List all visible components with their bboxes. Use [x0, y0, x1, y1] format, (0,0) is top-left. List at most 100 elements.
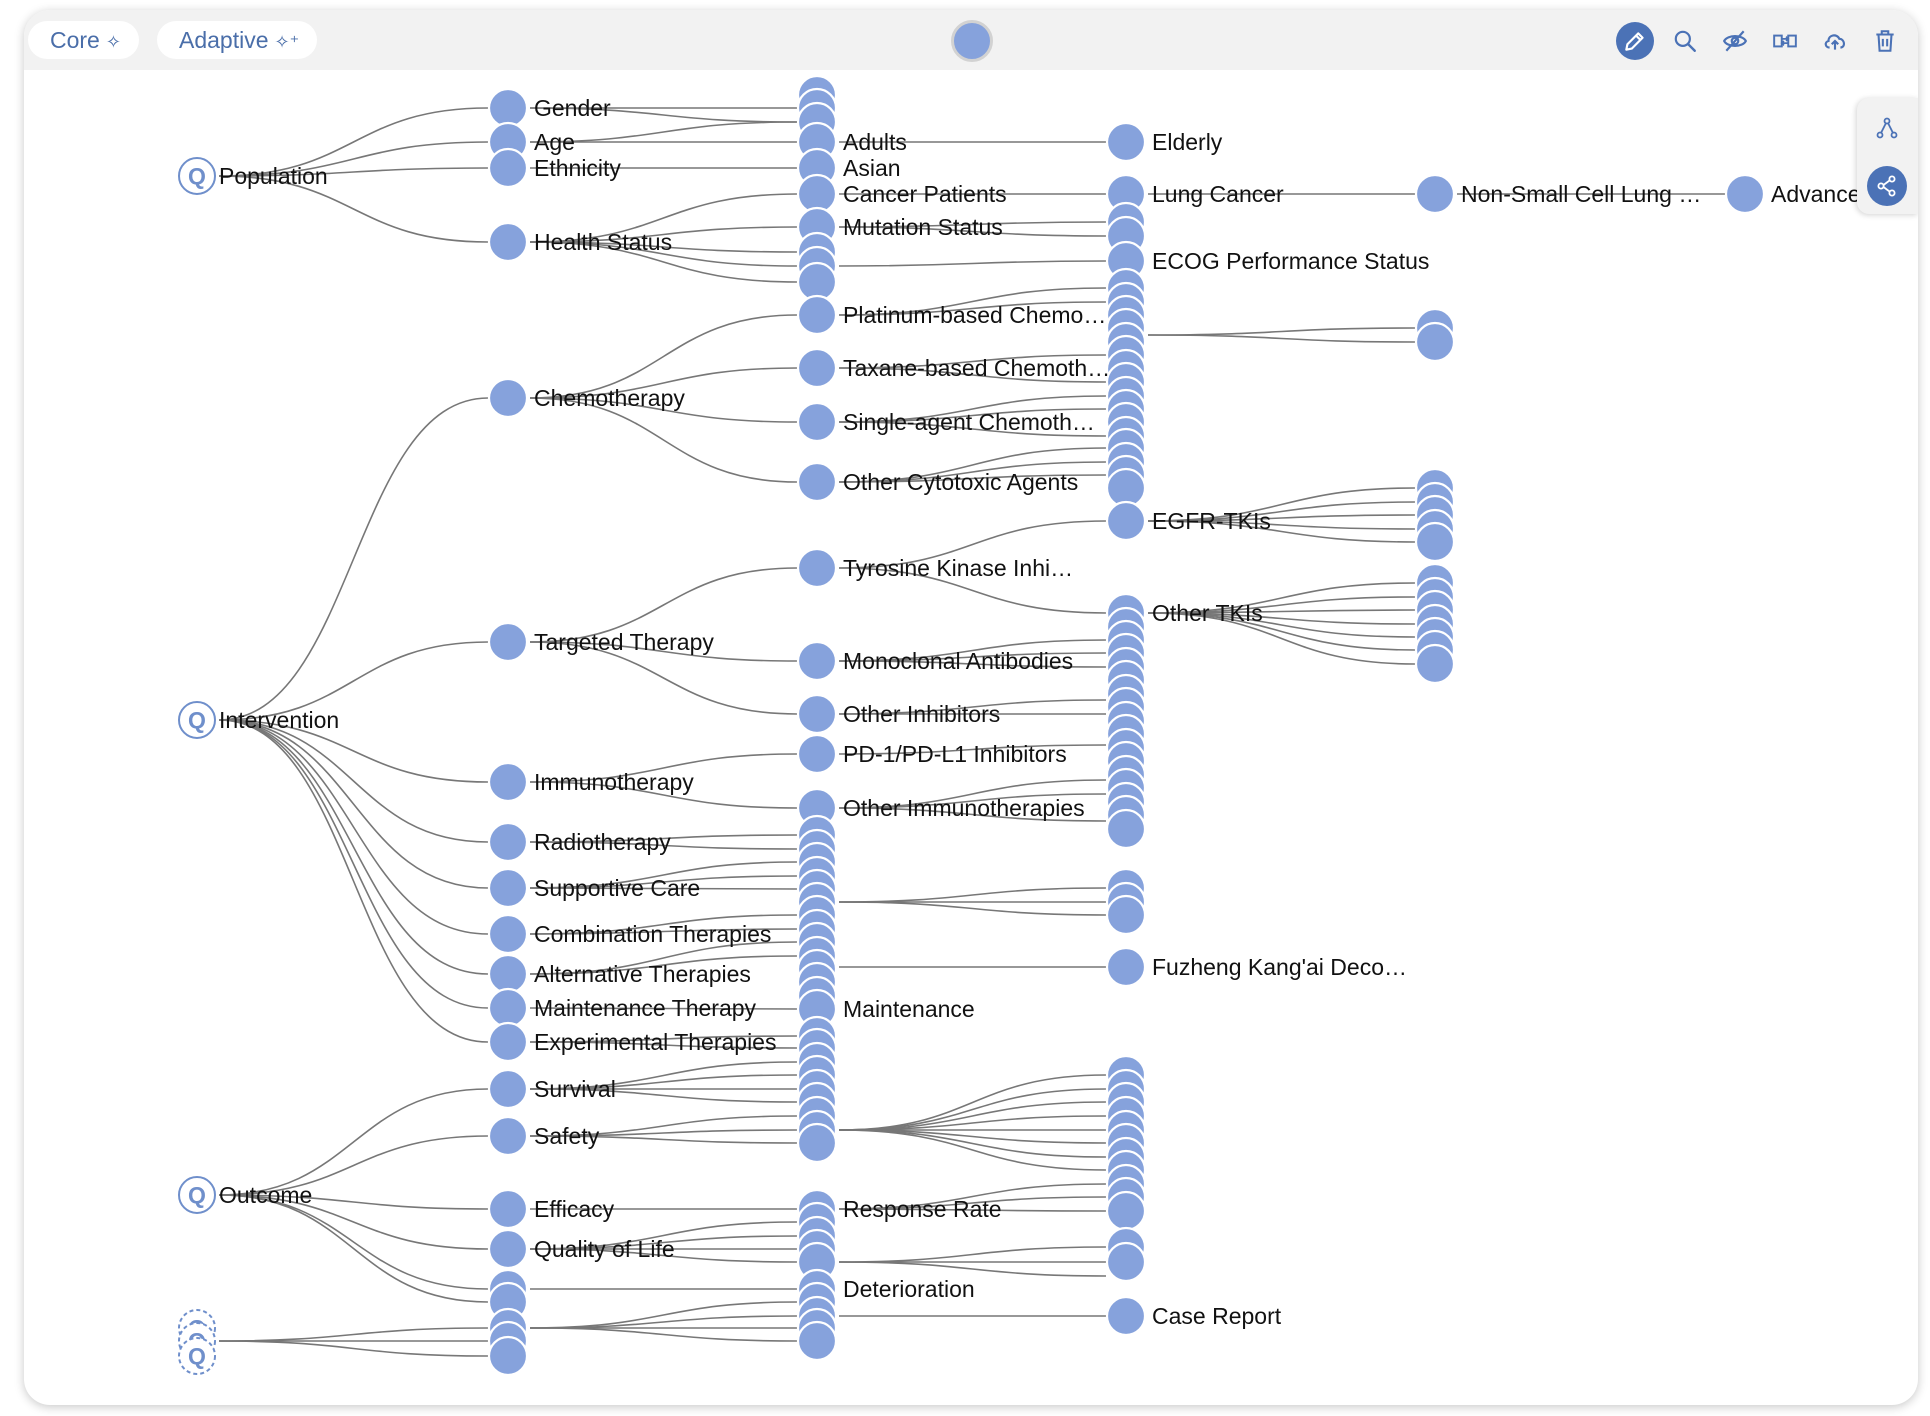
node-label[interactable]: Maintenance: [843, 996, 975, 1022]
graph-node[interactable]: [796, 1122, 838, 1164]
graph-node[interactable]: [487, 1335, 529, 1377]
graph-node[interactable]: [1105, 500, 1147, 542]
node-label[interactable]: Single-agent Chemoth…: [843, 409, 1095, 435]
node-label[interactable]: Adults: [843, 129, 907, 155]
node-label[interactable]: Quality of Life: [534, 1236, 675, 1262]
graph-node[interactable]: [487, 953, 529, 995]
graph-node[interactable]: [487, 87, 529, 129]
share-button[interactable]: [1867, 166, 1907, 206]
node-label[interactable]: Other Inhibitors: [843, 701, 1000, 727]
graph-node[interactable]: [487, 377, 529, 419]
graph-node[interactable]: [487, 761, 529, 803]
graph-node[interactable]: [1414, 321, 1456, 363]
graph-node[interactable]: [796, 547, 838, 589]
hierarchy-view-button[interactable]: [1867, 108, 1907, 148]
graph-node[interactable]: [1105, 1295, 1147, 1337]
node-label[interactable]: Tyrosine Kinase Inhi…: [843, 555, 1073, 581]
node-label[interactable]: Non-Small Cell Lung …: [1461, 181, 1701, 207]
graph-node[interactable]: [487, 1021, 529, 1063]
node-label[interactable]: Other Immunotherapies: [843, 795, 1085, 821]
node-label[interactable]: Asian: [843, 155, 901, 181]
graph-node[interactable]: [796, 461, 838, 503]
node-label[interactable]: Monoclonal Antibodies: [843, 648, 1073, 674]
node-label[interactable]: Chemotherapy: [534, 385, 685, 411]
graph-node[interactable]: [487, 867, 529, 909]
node-label[interactable]: Maintenance Therapy: [534, 995, 757, 1021]
node-label[interactable]: Outcome: [219, 1182, 312, 1208]
graph-node[interactable]: [796, 640, 838, 682]
graph-node[interactable]: [796, 401, 838, 443]
graph-node[interactable]: [1724, 173, 1766, 215]
node-label[interactable]: Advanced: [1771, 181, 1873, 207]
node-label[interactable]: ECOG Performance Status: [1152, 248, 1429, 274]
node-label[interactable]: Response Rate: [843, 1196, 1002, 1222]
graph-node[interactable]: [487, 147, 529, 189]
node-label[interactable]: Fuzheng Kang'ai Deco…: [1152, 954, 1407, 980]
swap-button[interactable]: [1766, 22, 1804, 60]
node-label[interactable]: Deterioration: [843, 1276, 975, 1302]
node-label[interactable]: Efficacy: [534, 1196, 615, 1222]
node-label[interactable]: Survival: [534, 1076, 616, 1102]
hide-button[interactable]: [1716, 22, 1754, 60]
node-label[interactable]: Ethnicity: [534, 155, 621, 181]
node-label[interactable]: Age: [534, 129, 575, 155]
graph-node[interactable]: [796, 693, 838, 735]
query-node[interactable]: Q: [178, 1176, 216, 1214]
node-label[interactable]: Cancer Patients: [843, 181, 1007, 207]
node-label[interactable]: Intervention: [219, 707, 339, 733]
query-node[interactable]: Q: [178, 157, 216, 195]
graph-node[interactable]: [1105, 1241, 1147, 1283]
graph-node[interactable]: [487, 1228, 529, 1270]
graph-node[interactable]: [796, 733, 838, 775]
graph-node[interactable]: [1414, 173, 1456, 215]
graph-node[interactable]: [487, 1068, 529, 1110]
node-label[interactable]: Platinum-based Chemo…: [843, 302, 1106, 328]
node-label[interactable]: Immunotherapy: [534, 769, 694, 795]
node-label[interactable]: Health Status: [534, 229, 672, 255]
graph-node[interactable]: [487, 987, 529, 1029]
graph-node[interactable]: [487, 221, 529, 263]
graph-node[interactable]: [487, 913, 529, 955]
node-label[interactable]: Radiotherapy: [534, 829, 671, 855]
graph-canvas[interactable]: QQQQQQPopulationInterventionOutcomeGende…: [24, 10, 1918, 1405]
node-label[interactable]: Alternative Therapies: [534, 961, 751, 987]
node-label[interactable]: Combination Therapies: [534, 921, 771, 947]
node-label[interactable]: Elderly: [1152, 129, 1223, 155]
graph-node[interactable]: [487, 621, 529, 663]
node-label[interactable]: PD-1/PD-L1 Inhibitors: [843, 741, 1067, 767]
node-label[interactable]: Safety: [534, 1123, 600, 1149]
node-label[interactable]: Targeted Therapy: [534, 629, 714, 655]
search-button[interactable]: [1666, 22, 1704, 60]
query-node[interactable]: Q: [178, 1337, 216, 1375]
graph-node[interactable]: [1414, 643, 1456, 685]
graph-node[interactable]: [796, 347, 838, 389]
query-node[interactable]: Q: [178, 701, 216, 739]
node-label[interactable]: Mutation Status: [843, 214, 1003, 240]
graph-node[interactable]: [487, 821, 529, 863]
node-label[interactable]: Population: [219, 163, 328, 189]
node-label[interactable]: EGFR-TKIs: [1152, 508, 1271, 534]
node-label[interactable]: Other Cytotoxic Agents: [843, 469, 1078, 495]
graph-node[interactable]: [487, 1115, 529, 1157]
knowledge-graph[interactable]: QQQQQQPopulationInterventionOutcomeGende…: [24, 10, 1918, 1405]
node-label[interactable]: Supportive Care: [534, 875, 700, 901]
graph-node[interactable]: [796, 294, 838, 336]
adaptive-mode-button[interactable]: Adaptive✧⁺: [157, 21, 318, 59]
graph-node[interactable]: [1105, 121, 1147, 163]
node-label[interactable]: Other TKIs: [1152, 600, 1263, 626]
graph-node[interactable]: [1105, 894, 1147, 936]
center-node-indicator[interactable]: [951, 20, 993, 62]
delete-button[interactable]: [1866, 22, 1904, 60]
node-label[interactable]: Taxane-based Chemoth…: [843, 355, 1110, 381]
graph-node[interactable]: [1414, 521, 1456, 563]
cloud-upload-button[interactable]: [1816, 22, 1854, 60]
node-label[interactable]: Case Report: [1152, 1303, 1282, 1329]
graph-node[interactable]: [796, 1320, 838, 1362]
graph-node[interactable]: [1105, 1190, 1147, 1232]
graph-node[interactable]: [1105, 946, 1147, 988]
node-label[interactable]: Gender: [534, 95, 611, 121]
edit-button[interactable]: [1616, 22, 1654, 60]
graph-node[interactable]: [487, 1188, 529, 1230]
core-mode-button[interactable]: Core✧: [28, 21, 139, 59]
graph-node[interactable]: [1105, 808, 1147, 850]
